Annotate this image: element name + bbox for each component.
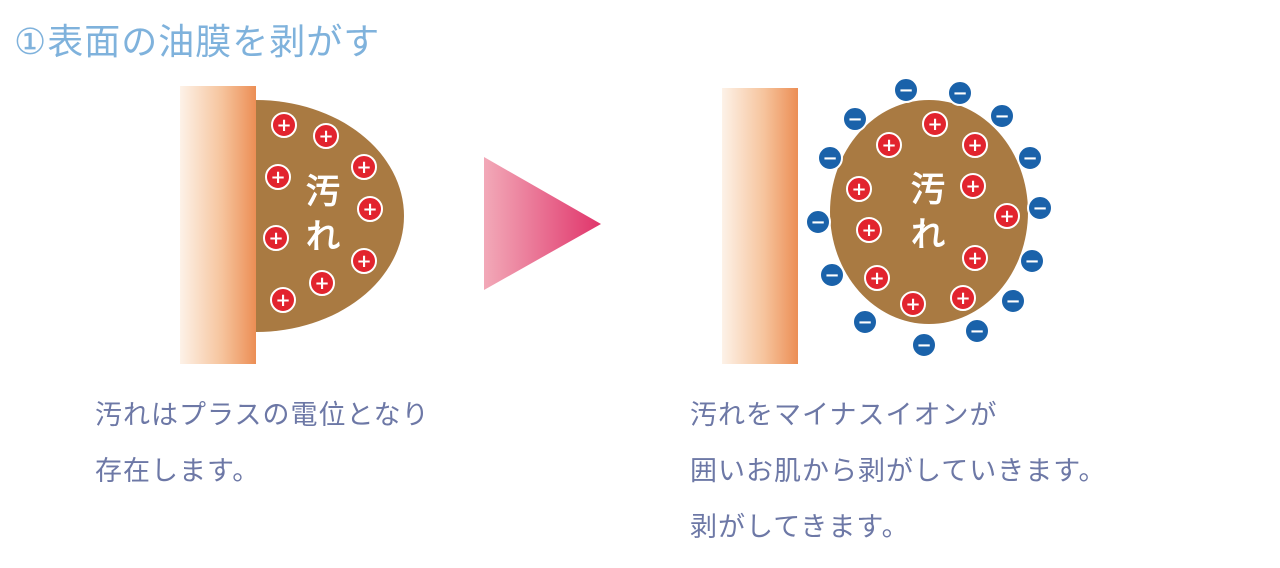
svg-text:+: + <box>955 288 970 309</box>
plus-ion-icon: + <box>270 287 296 313</box>
svg-text:−: − <box>822 148 837 169</box>
svg-text:+: + <box>999 206 1014 227</box>
plus-ion-icon: + <box>864 265 890 291</box>
plus-ion-icon: + <box>265 164 291 190</box>
stain-label-right-2: れ <box>911 215 945 255</box>
right-caption-line-3: 剥がしてきます。 <box>690 512 910 543</box>
minus-ion-icon: − <box>842 106 868 132</box>
plus-ion-icon: + <box>846 176 872 202</box>
plus-ion-icon: + <box>271 112 297 138</box>
plus-ion-icon: + <box>962 132 988 158</box>
minus-ion-icon: − <box>893 77 919 103</box>
svg-text:−: − <box>1032 198 1047 219</box>
plus-ion-icon: + <box>351 248 377 274</box>
minus-ions-right: −−−−−−−−−−−−−− <box>805 77 1053 358</box>
plus-ion-icon: + <box>994 203 1020 229</box>
right-panel: 汚 れ +++++++++++ −−−−−−−−−−−−−− <box>722 77 1053 364</box>
svg-text:+: + <box>965 176 980 197</box>
svg-text:+: + <box>268 228 283 249</box>
svg-text:+: + <box>275 290 290 311</box>
svg-text:+: + <box>967 135 982 156</box>
svg-text:+: + <box>881 135 896 156</box>
plus-ions-left: + + + + + + + + + <box>263 112 383 313</box>
svg-text:−: − <box>994 106 1009 127</box>
minus-ion-icon: − <box>1019 248 1045 274</box>
svg-text:−: − <box>810 212 825 233</box>
section-title: ①表面の油膜を剥がす <box>14 22 381 63</box>
right-caption: 汚れをマイナスイオンが 囲いお肌から剥がしていきます。 剥がしてきます。 <box>690 388 1107 556</box>
minus-ion-icon: − <box>819 262 845 288</box>
transition-arrow <box>484 157 601 290</box>
plus-ion-icon: + <box>309 270 335 296</box>
plus-ion-icon: + <box>962 245 988 271</box>
svg-text:+: + <box>851 179 866 200</box>
minus-ion-icon: − <box>805 209 831 235</box>
left-caption-line-1: 汚れはプラスの電位となり <box>95 400 430 431</box>
svg-text:−: − <box>1024 251 1039 272</box>
left-caption: 汚れはプラスの電位となり 存在します。 <box>95 388 430 500</box>
minus-ion-icon: − <box>911 332 937 358</box>
right-caption-line-1: 汚れをマイナスイオンが <box>690 400 998 431</box>
svg-text:−: − <box>847 109 862 130</box>
stain-label-left-1: 汚 <box>306 172 340 212</box>
svg-text:+: + <box>314 273 329 294</box>
svg-text:−: − <box>969 321 984 342</box>
svg-text:+: + <box>967 248 982 269</box>
minus-ion-icon: − <box>817 145 843 171</box>
plus-ion-icon: + <box>950 285 976 311</box>
svg-text:−: − <box>1022 148 1037 169</box>
svg-text:−: − <box>952 83 967 104</box>
minus-ion-icon: − <box>1000 288 1026 314</box>
svg-text:+: + <box>276 115 291 136</box>
stain-label-left-2: れ <box>306 217 340 257</box>
svg-text:+: + <box>356 157 371 178</box>
svg-text:+: + <box>927 114 942 135</box>
plus-ion-icon: + <box>900 291 926 317</box>
plus-ion-icon: + <box>960 173 986 199</box>
svg-text:+: + <box>362 199 377 220</box>
plus-ion-icon: + <box>351 154 377 180</box>
plus-ion-icon: + <box>876 132 902 158</box>
plus-ion-icon: + <box>922 111 948 137</box>
plus-ion-icon: + <box>357 196 383 222</box>
svg-text:+: + <box>869 268 884 289</box>
right-caption-line-2: 囲いお肌から剥がしていきます。 <box>690 456 1107 487</box>
svg-text:+: + <box>356 251 371 272</box>
minus-ion-icon: − <box>989 103 1015 129</box>
svg-text:−: − <box>824 265 839 286</box>
minus-ion-icon: − <box>1027 195 1053 221</box>
skin-surface-left <box>180 86 256 364</box>
left-caption-line-2: 存在します。 <box>95 456 261 487</box>
skin-surface-right <box>722 88 798 364</box>
plus-ions-right: + + + + + + + + + + + <box>846 111 1020 317</box>
stain-label-right-1: 汚 <box>911 170 945 210</box>
svg-text:−: − <box>898 80 913 101</box>
minus-ion-icon: − <box>964 318 990 344</box>
plus-ion-icon: + <box>856 217 882 243</box>
plus-ion-icon: + <box>313 123 339 149</box>
left-panel: 汚 れ + + + + + + + + + <box>180 86 404 364</box>
svg-text:+: + <box>905 294 920 315</box>
svg-text:−: − <box>916 335 931 356</box>
svg-text:−: − <box>1005 291 1020 312</box>
minus-ion-icon: − <box>852 309 878 335</box>
svg-text:+: + <box>861 220 876 241</box>
plus-ion-icon: + <box>263 225 289 251</box>
svg-text:+: + <box>270 167 285 188</box>
svg-text:−: − <box>857 312 872 333</box>
svg-text:+: + <box>318 126 333 147</box>
minus-ion-icon: − <box>947 80 973 106</box>
minus-ion-icon: − <box>1017 145 1043 171</box>
